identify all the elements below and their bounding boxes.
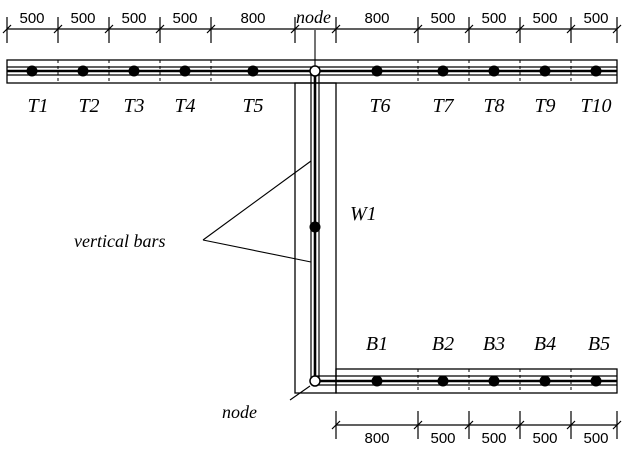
bottom-bar-labels: B1 B2 B3 B4 B5	[366, 333, 610, 355]
label-t10: T10	[580, 95, 611, 117]
bar-t5	[247, 65, 259, 77]
top-dim-3: 500	[121, 10, 146, 27]
top-dim-7: 500	[430, 10, 455, 27]
top-flange-bars	[26, 65, 602, 77]
bar-t2	[77, 65, 89, 77]
vertical-bars-leader-2	[202, 239, 312, 263]
label-b2: B2	[432, 333, 454, 355]
label-t8: T8	[483, 95, 504, 117]
vertical-bars-label: vertical bars	[74, 231, 166, 251]
node-top-marker	[309, 65, 321, 77]
top-dim-8: 500	[481, 10, 506, 27]
vertical-bars-leader-1	[202, 160, 312, 241]
top-dim-1: 500	[19, 10, 44, 27]
bottom-dimension-chain	[331, 411, 622, 439]
bar-t8	[488, 65, 500, 77]
label-t4: T4	[174, 95, 195, 117]
label-b4: B4	[534, 333, 556, 355]
bar-b3	[488, 375, 500, 387]
bottom-dim-3: 500	[481, 430, 506, 447]
label-t5: T5	[242, 95, 263, 117]
bar-t3	[128, 65, 140, 77]
node-bottom-marker	[309, 375, 321, 387]
top-dim-2: 500	[70, 10, 95, 27]
top-dim-6: 800	[364, 10, 389, 27]
top-flange-partitions	[57, 60, 572, 83]
bar-t1	[26, 65, 38, 77]
web	[294, 71, 337, 394]
bar-w1	[309, 221, 321, 233]
bar-b2	[437, 375, 449, 387]
label-t2: T2	[78, 95, 99, 117]
leader-lines	[202, 30, 316, 401]
label-t9: T9	[534, 95, 555, 117]
label-b1: B1	[366, 333, 388, 355]
top-dim-4: 500	[172, 10, 197, 27]
bar-t10	[590, 65, 602, 77]
bar-t6	[371, 65, 383, 77]
bottom-dim-4: 500	[532, 430, 557, 447]
bottom-dim-5: 500	[583, 430, 608, 447]
bar-t7	[437, 65, 449, 77]
top-dimension-chain	[2, 17, 622, 43]
node-bottom-leader	[289, 385, 311, 401]
top-bar-labels: T1 T2 T3 T4 T5 T6 T7 T8 T9 T10	[27, 95, 611, 117]
bottom-flange	[315, 368, 618, 394]
label-b5: B5	[588, 333, 610, 355]
label-t6: T6	[369, 95, 390, 117]
node-top-label: node	[296, 7, 331, 27]
bottom-dim-1: 800	[364, 430, 389, 447]
bar-b4	[539, 375, 551, 387]
top-dim-10: 500	[583, 10, 608, 27]
label-t1: T1	[27, 95, 48, 117]
top-dim-9: 500	[532, 10, 557, 27]
label-t7: T7	[432, 95, 454, 117]
bar-t9	[539, 65, 551, 77]
top-dimension-values: 500 500 500 500 800 800 500 500 500 500	[19, 10, 608, 27]
bar-b1	[371, 375, 383, 387]
bar-b5	[590, 375, 602, 387]
label-b3: B3	[483, 333, 505, 355]
bottom-dimension-values: 800 500 500 500 500	[364, 430, 608, 447]
node-bottom-label: node	[222, 402, 257, 422]
label-w1: W1	[350, 203, 377, 225]
bottom-dim-2: 500	[430, 430, 455, 447]
bar-t4	[179, 65, 191, 77]
bottom-flange-bars	[371, 375, 602, 387]
top-dim-5: 800	[240, 10, 265, 27]
bottom-flange-partitions	[417, 369, 572, 393]
label-t3: T3	[123, 95, 144, 117]
